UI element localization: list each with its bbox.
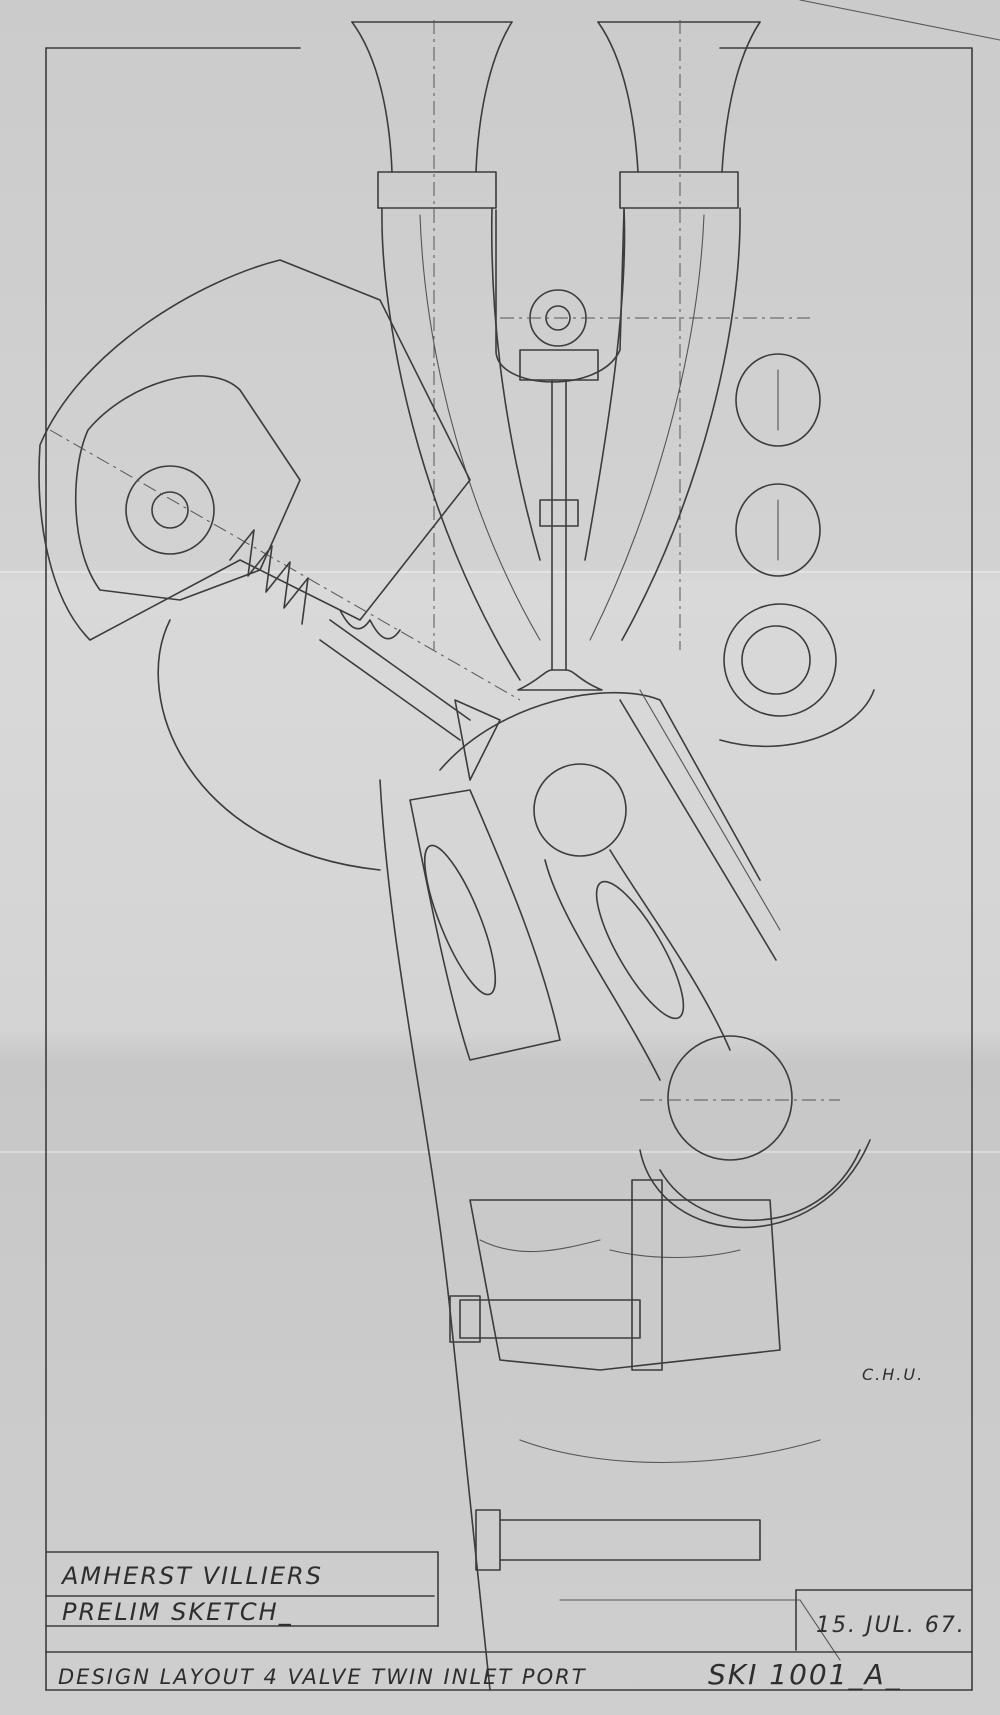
crankshaft: [639, 1035, 871, 1229]
right-side-pipes: [719, 353, 875, 748]
camshaft-housing: [495, 209, 810, 383]
title-company: AMHERST VILLIERS: [60, 1562, 323, 1590]
title-date: 15. JUL. 67.: [816, 1613, 966, 1638]
title-description: DESIGN LAYOUT 4 VALVE TWIN INLET PORT: [58, 1665, 587, 1689]
title-block-frame: [45, 1551, 973, 1653]
exhaust-cam-housing: [38, 259, 521, 701]
inlet-valve: [517, 379, 603, 691]
sheet-border: [45, 0, 1000, 1691]
title-sheet-type: PRELIM SKETCH_: [62, 1598, 293, 1626]
intake-trumpet-right: [597, 20, 761, 650]
exhaust-valve-spring: [229, 529, 501, 781]
intake-trumpet-left: [351, 20, 513, 650]
twin-inlet-ports: [381, 207, 741, 681]
title-drawing-number: SKI 1001_A_: [708, 1658, 902, 1691]
connecting-rod-lower: [409, 789, 561, 1061]
connecting-rod-upper: [533, 763, 731, 1081]
draughtsman-initials: C.H.U.: [862, 1365, 924, 1384]
crankcase: [157, 619, 841, 1691]
combustion-chamber: [439, 689, 781, 961]
